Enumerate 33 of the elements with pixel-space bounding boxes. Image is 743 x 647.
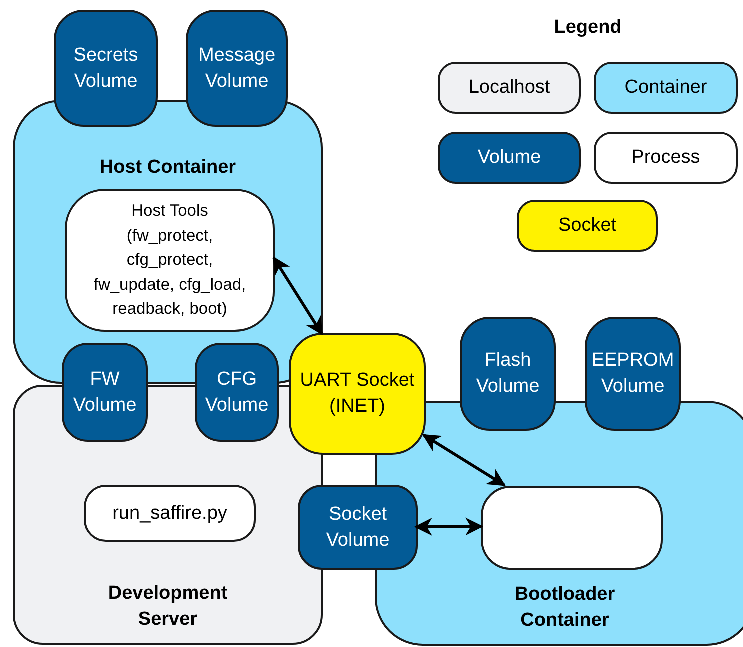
node-label: Message Volume xyxy=(197,44,277,94)
socket-box xyxy=(289,333,426,455)
node-label: FW Volume xyxy=(72,368,138,418)
legend-title: Legend xyxy=(553,16,623,40)
volume-box xyxy=(62,343,148,442)
node-label: CFG Volume xyxy=(204,368,270,418)
double-arrow xyxy=(272,256,324,336)
container-title: Bootloader Container xyxy=(514,583,616,633)
volume-box xyxy=(298,485,418,570)
legend-label: Process xyxy=(632,146,700,170)
node-label: Flash Volume xyxy=(475,349,541,399)
node-label: Secrets Volume xyxy=(72,44,140,94)
volume-box xyxy=(585,317,681,431)
legend-label: Container xyxy=(624,76,708,100)
legend-label: Volume xyxy=(478,146,542,170)
volume-box xyxy=(460,317,556,431)
node-label: Socket Volume xyxy=(325,502,391,552)
node-label: UART Socket (INET) xyxy=(299,369,416,419)
volume-box xyxy=(54,10,158,127)
volume-box xyxy=(186,10,288,127)
container-title: Development Server xyxy=(107,582,229,632)
process-box xyxy=(84,485,256,542)
legend-label: Localhost xyxy=(468,76,550,100)
legend-label: Socket xyxy=(558,214,617,238)
container-title: Host Container xyxy=(98,156,238,180)
process-box xyxy=(481,486,663,570)
node-label: Host Tools (fw_protect, cfg_protect, fw_update, cfg_load, readback, boot) xyxy=(92,201,248,320)
double-arrow xyxy=(422,434,506,487)
double-arrow xyxy=(414,518,484,536)
node-label: run_saffire.py xyxy=(112,502,228,526)
volume-box xyxy=(195,343,279,442)
node-label: EEPROM Volume xyxy=(590,349,676,399)
process-box xyxy=(65,189,275,332)
